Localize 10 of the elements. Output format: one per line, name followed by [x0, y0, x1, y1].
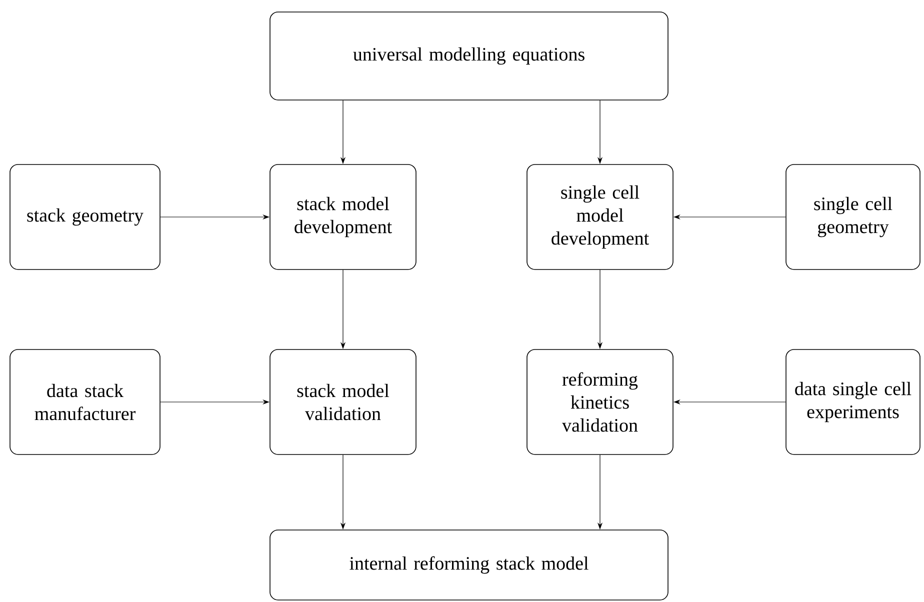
process-box: single cell model development	[526, 164, 674, 270]
process-box: stack geometry	[10, 164, 160, 270]
process-box: data stack manufacturer	[10, 349, 160, 455]
process-box: single cell geometry	[786, 164, 920, 270]
process-box: internal reforming stack model	[270, 530, 668, 600]
process-box: data single cell experiments	[786, 349, 920, 455]
process-box: reforming kinetics validation	[526, 349, 674, 455]
process-box: stack model development	[270, 164, 416, 270]
process-box: stack model validation	[270, 349, 416, 455]
process-box: universal modelling equations	[270, 12, 668, 100]
